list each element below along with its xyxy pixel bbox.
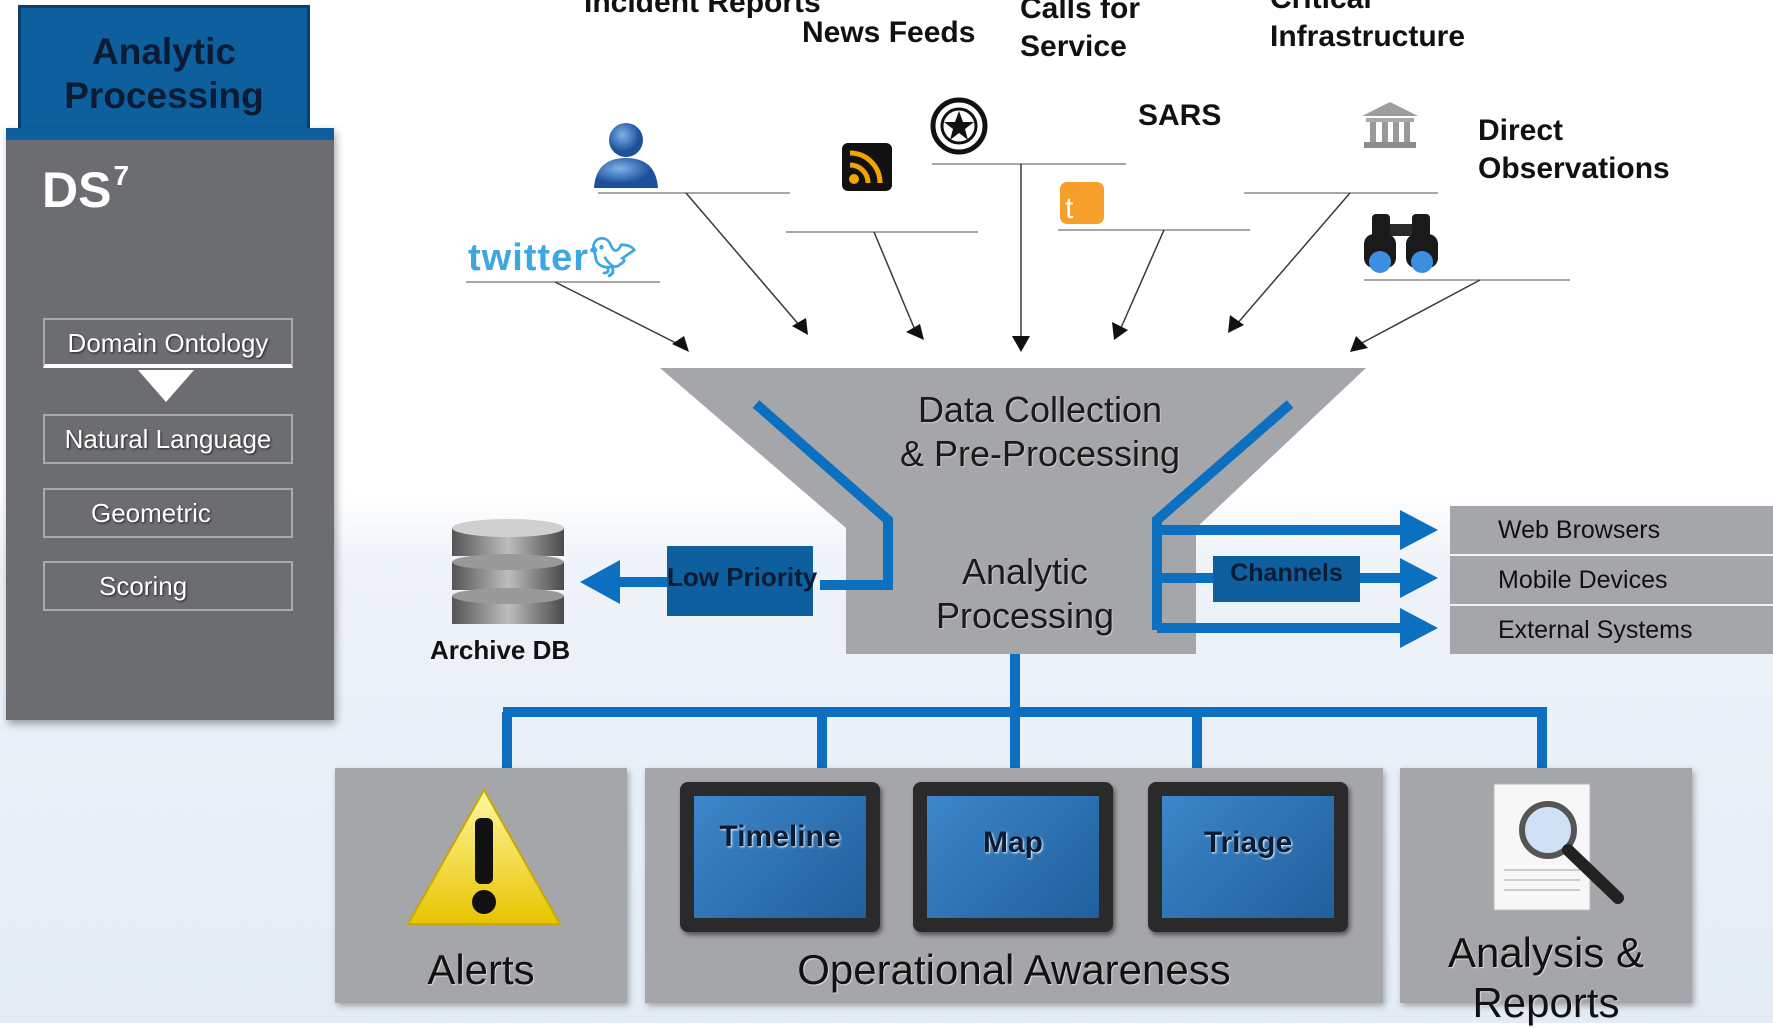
twitter-bird-icon: 🐦︎ bbox=[589, 237, 639, 279]
down-arrow-icon bbox=[138, 370, 194, 402]
data-collection-line1: Data Collection bbox=[917, 389, 1163, 430]
product-name-text: DS bbox=[42, 162, 112, 218]
analytic-processing-line2: Processing bbox=[935, 595, 1115, 636]
twitter-logo-text: twitter bbox=[468, 237, 589, 279]
person-icon bbox=[594, 123, 658, 188]
output-mobile-devices: Mobile Devices bbox=[1450, 556, 1773, 604]
analytic-processing-line1: Analytic bbox=[961, 551, 1089, 592]
ds-item-geometric: Geometric bbox=[43, 488, 293, 538]
analysis-label-line1: Analysis & bbox=[1447, 929, 1645, 976]
ds-item-scoring: Scoring bbox=[43, 561, 293, 611]
orange-t-icon: t bbox=[1060, 182, 1104, 224]
timeline-screen: Timeline bbox=[680, 782, 880, 932]
map-label: Map bbox=[983, 826, 1043, 859]
database-icon bbox=[452, 519, 564, 624]
calls-for-service-label: Calls for Service bbox=[1020, 0, 1141, 63]
tab-title: Analytic Processing bbox=[64, 31, 264, 116]
timeline-label: Timeline bbox=[719, 820, 841, 853]
document-search-icon bbox=[1493, 783, 1624, 911]
triage-label: Triage bbox=[1203, 826, 1293, 859]
triage-thumbnail bbox=[1162, 796, 1334, 918]
ds7-panel bbox=[6, 128, 334, 720]
critical-infrastructure-label: Critical Infrastructure bbox=[1270, 0, 1466, 53]
product-name: DS7 bbox=[42, 160, 129, 219]
channels-label: Channels bbox=[1213, 556, 1360, 602]
news-feeds-label: News Feeds bbox=[802, 16, 976, 49]
direct-observations-label: Direct Observations bbox=[1478, 114, 1670, 185]
archive-db-label: Archive DB bbox=[430, 635, 571, 665]
ds-item-natural-language: Natural Language bbox=[43, 414, 293, 464]
triage-screen: Triage bbox=[1148, 782, 1348, 932]
alerts-label: Alerts bbox=[427, 946, 535, 993]
twitter-logo: twitter🐦︎ bbox=[468, 236, 638, 280]
output-external-systems: External Systems bbox=[1450, 606, 1773, 654]
low-priority-label: Low Priority bbox=[667, 546, 817, 616]
product-name-sup: 7 bbox=[113, 160, 130, 191]
svg-text:t: t bbox=[1065, 192, 1074, 224]
police-badge-icon bbox=[930, 97, 988, 155]
building-icon bbox=[1362, 102, 1418, 148]
analysis-label-line2: Reports bbox=[1472, 979, 1620, 1026]
map-screen: Map bbox=[913, 782, 1113, 932]
binoculars-icon bbox=[1364, 214, 1438, 273]
source-arrows bbox=[466, 163, 1570, 352]
rss-feed-icon bbox=[842, 143, 892, 191]
warning-icon bbox=[406, 787, 562, 925]
output-web-browsers: Web Browsers bbox=[1450, 506, 1773, 554]
operational-awareness-label: Operational Awareness bbox=[797, 946, 1231, 993]
ds-item-domain-ontology: Domain Ontology bbox=[43, 318, 293, 368]
data-collection-line2: & Pre-Processing bbox=[899, 433, 1181, 474]
map-thumbnail bbox=[927, 796, 1099, 918]
low-priority-text: Low Priority bbox=[667, 562, 818, 592]
sars-label: SARS bbox=[1138, 99, 1222, 132]
analytic-processing-tab: Analytic Processing bbox=[18, 5, 310, 131]
timeline-thumbnail bbox=[694, 796, 866, 918]
